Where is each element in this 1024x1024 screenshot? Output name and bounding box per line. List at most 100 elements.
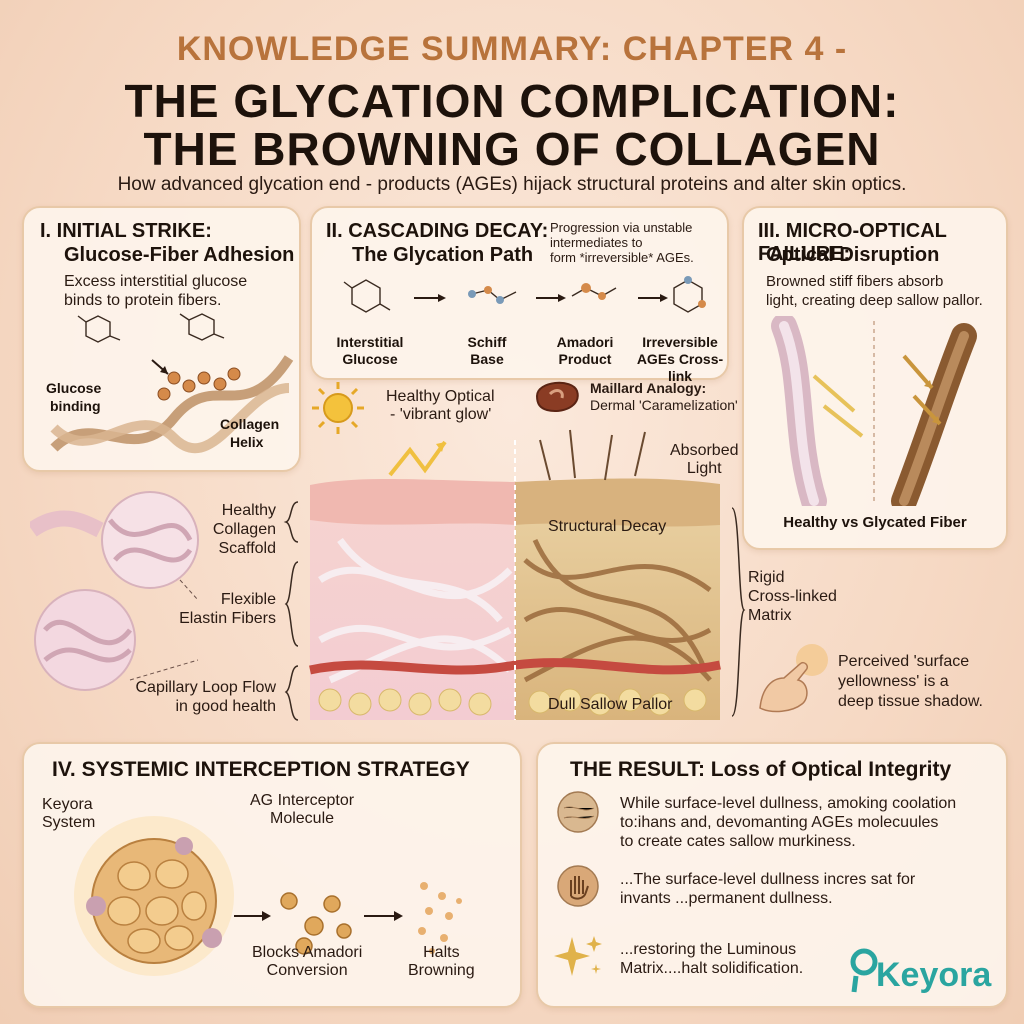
result1-line2: to:ihans and, devomanting AGEs molecuule… — [620, 814, 939, 831]
panel5-title: THE RESULT: Loss of Optical Integrity — [570, 758, 952, 781]
step2-line1: Schiff — [467, 334, 507, 350]
skin-cross-section — [309, 429, 721, 720]
halts-line2: Browning — [408, 962, 475, 979]
blocks-line2: Conversion — [266, 962, 348, 979]
panel-micro-optical-failure: III. MICRO-OPTICAL FAILURE: Optical Disr… — [742, 206, 1008, 550]
panel-cascading-decay: II. CASCADING DECAY: The Glycation Path … — [310, 206, 729, 384]
step1-line2: Glucose — [342, 351, 398, 367]
step-amadori-product: Amadori Product — [550, 334, 620, 368]
page-title-line2: THE BROWNING OF COLLAGEN — [143, 123, 881, 175]
panel2-note-line3: form *irreversible* AGEs. — [550, 250, 694, 265]
label-glucose-binding-1: Glucose — [46, 380, 102, 396]
collagen-helix-illustration — [50, 313, 294, 454]
step4-line2: AGEs Cross-link — [636, 351, 724, 384]
absorbed-line1: Absorbed — [670, 442, 739, 459]
panel-the-result: THE RESULT: Loss of Optical Integrity Wh… — [536, 742, 1008, 1008]
absorbed-line2: Light — [686, 460, 722, 477]
maillard-analogy-label: Maillard Analogy: Dermal 'Caramelization… — [590, 380, 738, 414]
panel3-title-line2: Optical Disruption — [766, 244, 940, 266]
blocks-amadori-label: Blocks Amadori Conversion — [252, 944, 362, 980]
panel2-note-line1: Progression via unstable — [550, 220, 693, 235]
result-item-1: While surface-level dullness, amoking co… — [620, 794, 956, 851]
sun-icon — [312, 382, 364, 434]
panel2-note-line2: intermediates to — [550, 235, 643, 250]
blocks-line1: Blocks Amadori — [252, 944, 363, 961]
left-label1-line2: Collagen — [212, 521, 276, 538]
rigid-line2: Cross-linked — [748, 588, 837, 605]
result-item-2: ...The surface-level dullness incres sat… — [620, 870, 915, 908]
healthy-optical-line2: - 'vibrant glow' — [390, 406, 492, 423]
rigid-line3: Matrix — [748, 607, 792, 624]
step2-line2: Base — [470, 351, 504, 367]
panel1-title-line1: I. INITIAL STRIKE: — [40, 220, 212, 242]
label-healthy-collagen: Healthy Collagen Scaffold — [170, 501, 276, 558]
panel1-text-line2: binds to protein fibers. — [64, 292, 222, 309]
label-flexible-elastin: Flexible Elastin Fibers — [150, 590, 276, 628]
interceptor-line1: AG Interceptor — [250, 792, 355, 809]
rigid-line1: Rigid — [748, 569, 785, 586]
panel-systemic-interception: IV. SYSTEMIC INTERCEPTION STRATEGY Keyor… — [22, 742, 522, 1008]
steak-icon — [535, 381, 579, 412]
fiber-comparison-illustration — [771, 316, 977, 506]
step3-line1: Amadori — [556, 334, 614, 350]
keyora-line1: Keyora — [42, 796, 93, 813]
label-rigid-matrix: Rigid Cross-linked Matrix — [748, 568, 837, 625]
healthy-optical-label: Healthy Optical - 'vibrant glow' — [386, 388, 495, 424]
result3-line1: ...restoring the Luminous — [620, 941, 797, 958]
label-capillary-loop: Capillary Loop Flow in good health — [100, 678, 276, 716]
sparkle-icon — [554, 936, 602, 976]
page-title-line1: THE GLYCATION COMPLICATION: — [124, 75, 900, 127]
glycation-path-molecules — [343, 276, 706, 313]
perceived-line1: Perceived 'surface — [838, 653, 970, 670]
page-subtitle: How advanced glycation end - products (A… — [117, 174, 907, 195]
absorbed-light-label: Absorbed Light — [670, 442, 739, 478]
label-perceived-yellowness: Perceived 'surface yellowness' is a deep… — [838, 652, 983, 712]
panel1-title-line2: Glucose-Fiber Adhesion — [64, 244, 295, 266]
maillard-line1: Maillard Analogy: — [590, 380, 707, 396]
panel3-text-line1: Browned stiff fibers absorb — [766, 273, 944, 290]
structural-decay-label: Structural Decay — [548, 518, 667, 535]
dull-skin-texture-icon — [557, 791, 599, 833]
step3-line2: Product — [558, 351, 612, 367]
left-label3-line2: in good health — [175, 698, 276, 715]
interception-illustration — [74, 816, 462, 976]
left-label2-line2: Elastin Fibers — [179, 610, 276, 627]
panel3-text: Browned stiff fibers absorb light, creat… — [766, 272, 983, 310]
step-schiff-base: Schiff Base — [452, 334, 522, 368]
step-interstitial-glucose: Interstitial Glucose — [330, 334, 410, 368]
left-brackets — [283, 501, 299, 721]
hand-icon — [557, 865, 599, 907]
panel2-note: Progression via unstable intermediates t… — [550, 220, 694, 265]
perceived-line2: yellowness' is a — [838, 673, 949, 690]
panel4-title: IV. SYSTEMIC INTERCEPTION STRATEGY — [52, 758, 470, 781]
result2-line1: ...The surface-level dullness incres sat… — [620, 871, 916, 888]
keyora-system-label: Keyora System — [42, 796, 95, 832]
left-label3-line1: Capillary Loop Flow — [135, 679, 276, 696]
panel1-text-line1: Excess interstitial glucose — [64, 273, 248, 290]
left-label1-line3: Scaffold — [218, 540, 276, 557]
result1-line1: While surface-level dullness, amoking co… — [620, 795, 957, 812]
panel3-text-line2: light, creating deep sallow pallor. — [766, 292, 983, 309]
result1-line3: to create cates sallow murkiness. — [620, 833, 856, 850]
panel2-title-line1: II. CASCADING DECAY: — [326, 220, 549, 242]
label-collagen-helix-1: Collagen — [220, 416, 280, 432]
result-item-3: ...restoring the Luminous Matrix....halt… — [620, 940, 803, 978]
dull-sallow-label: Dull Sallow Pallor — [548, 696, 673, 713]
maillard-line2: Dermal 'Caramelization' — [590, 397, 738, 413]
brand-logo: Keyora — [876, 956, 992, 994]
zoom-circles-illustration — [30, 491, 199, 691]
label-glucose-binding-2: binding — [50, 398, 101, 414]
label-collagen-helix-2: Helix — [230, 434, 264, 450]
panel3-caption: Healthy vs Glycated Fiber — [783, 514, 967, 531]
healthy-optical-line1: Healthy Optical — [386, 388, 495, 405]
panel3-title-line1: III. MICRO-OPTICAL FAILURE: — [758, 220, 947, 265]
result3-line2: Matrix....halt solidification. — [620, 960, 804, 977]
perceived-line3: deep tissue shadow. — [838, 693, 983, 710]
left-label2-line1: Flexible — [220, 591, 276, 608]
step1-line1: Interstitial — [336, 334, 404, 350]
interceptor-line2: Molecule — [270, 810, 335, 827]
panel2-title-line2: The Glycation Path — [352, 244, 534, 266]
panel-initial-strike: I. INITIAL STRIKE: Glucose-Fiber Adhesio… — [22, 206, 301, 472]
step-irreversible-ages: Irreversible AGEs Cross-link — [630, 334, 730, 385]
keyora-logo-icon — [850, 948, 878, 993]
